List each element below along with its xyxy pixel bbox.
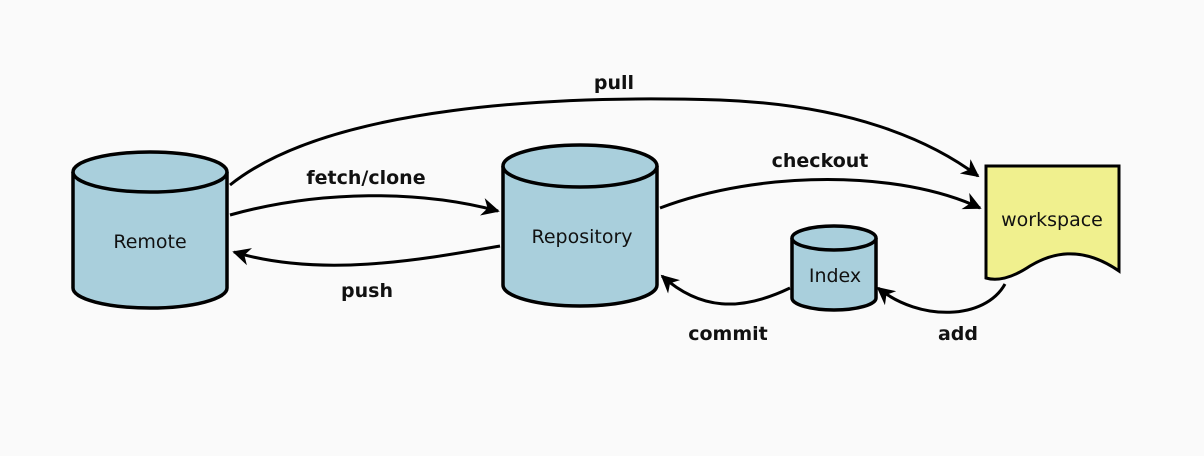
add-label: add [938, 323, 978, 345]
index-node: Index [790, 224, 878, 312]
remote-label: Remote [113, 231, 186, 253]
push-label: push [341, 280, 393, 302]
checkout-label: checkout [772, 150, 869, 172]
pull-label: pull [594, 72, 634, 94]
repository-label: Repository [531, 226, 632, 248]
fetch-clone-label: fetch/clone [306, 167, 425, 189]
commit-label: commit [688, 323, 768, 345]
workspace-label: workspace [1001, 209, 1103, 231]
repository-node: Repository [501, 143, 659, 308]
remote-node: Remote [71, 150, 229, 310]
fetch-clone-arrow [229, 194, 500, 217]
commit-arrow [660, 274, 791, 306]
workspace-node: workspace [984, 164, 1121, 281]
add-arrow [876, 283, 1007, 314]
index-label: Index [809, 265, 861, 287]
pull-arrow [229, 97, 980, 187]
checkout-arrow [659, 178, 982, 210]
push-arrow [232, 244, 501, 267]
